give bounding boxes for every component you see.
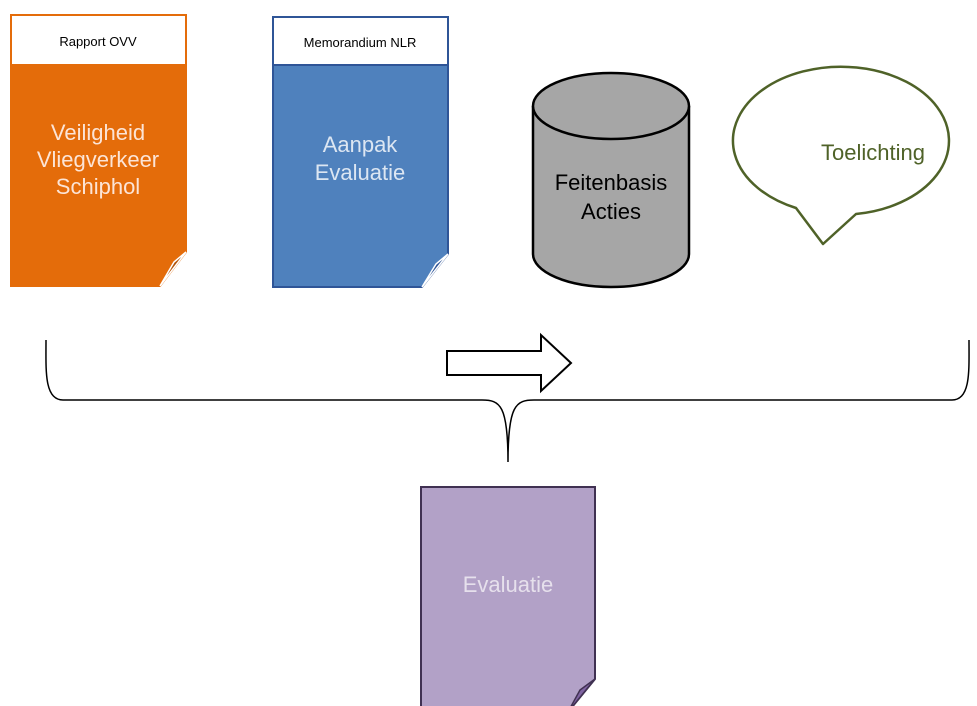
callout-label: Toelichting bbox=[821, 140, 925, 165]
evaluatie-title: Evaluatie bbox=[463, 572, 554, 597]
memorandum-title-line-2: Evaluatie bbox=[315, 160, 406, 185]
evaluatie-document: Evaluatie bbox=[420, 486, 596, 706]
rapport-title-line-3: Schiphol bbox=[56, 174, 140, 199]
database-title-line-1: Feitenbasis bbox=[555, 170, 668, 195]
right-arrow-icon bbox=[446, 332, 573, 394]
speech-bubble-icon bbox=[731, 65, 951, 246]
rapport-header-label: Rapport OVV bbox=[59, 34, 137, 49]
toelichting-callout: Toelichting bbox=[731, 65, 951, 246]
rapport-header-box bbox=[10, 14, 187, 66]
memorandum-header-box bbox=[272, 16, 449, 66]
memorandum-document: Memorandium NLR Aanpak Evaluatie bbox=[272, 16, 449, 288]
database-title-line-2: Acties bbox=[581, 199, 641, 224]
database-body-shape bbox=[531, 106, 691, 289]
evaluatie-page-curl-icon bbox=[570, 678, 596, 706]
curly-brace-icon bbox=[45, 339, 970, 463]
rapport-page-curl-icon bbox=[159, 251, 187, 287]
memorandum-page-curl-icon bbox=[421, 253, 449, 288]
rapport-title-line-1: Veiligheid bbox=[51, 120, 145, 145]
feitenbasis-database: Feitenbasis Acties bbox=[531, 71, 691, 289]
rapport-document: Rapport OVV Veiligheid Vliegverkeer Schi… bbox=[10, 14, 187, 287]
memorandum-title-line-1: Aanpak bbox=[323, 132, 399, 157]
memorandum-header-label: Memorandium NLR bbox=[304, 35, 417, 50]
database-top-ellipse bbox=[531, 71, 691, 141]
rapport-title-line-2: Vliegverkeer bbox=[37, 147, 159, 172]
